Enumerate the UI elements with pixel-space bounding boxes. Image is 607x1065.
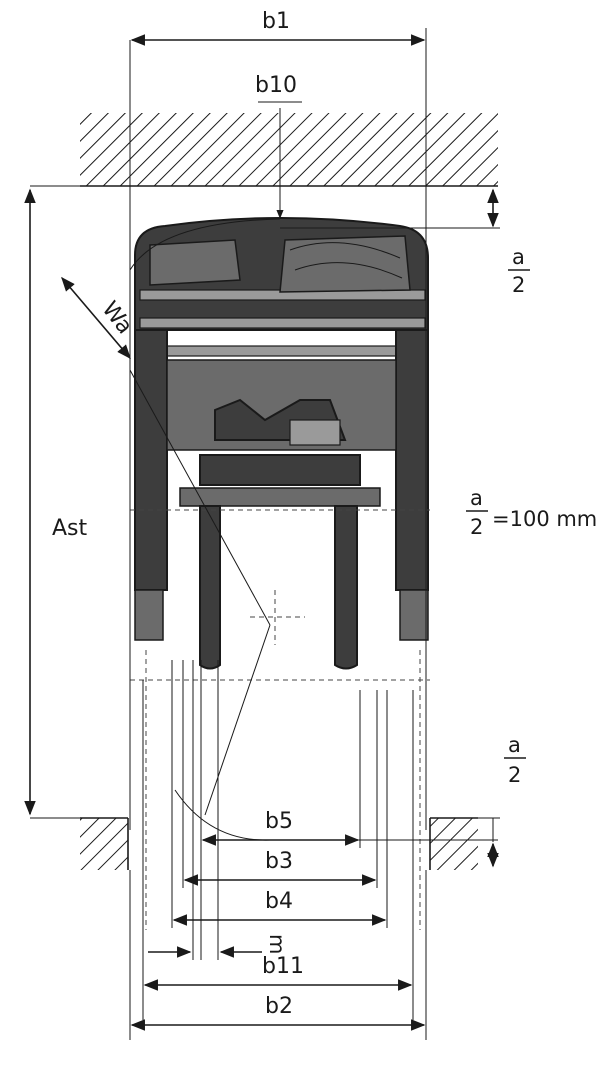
b11-label: b11 — [262, 954, 304, 979]
b5-label: b5 — [265, 809, 293, 834]
b2-label: b2 — [265, 994, 293, 1019]
mid-a2-value: =100 mm — [492, 507, 597, 531]
ast-label: Ast — [52, 516, 88, 541]
top-a2-numerator: a — [512, 245, 525, 269]
top-wall-hatch — [80, 113, 498, 187]
b1-label: b1 — [262, 9, 290, 34]
bottom-left-hatch — [80, 817, 129, 870]
forklift-body — [134, 217, 429, 670]
radius-line — [129, 369, 271, 626]
turning-arc-top — [129, 218, 281, 271]
top-a2-denominator: 2 — [512, 273, 525, 297]
bottom-a2-denominator: 2 — [508, 763, 521, 787]
wa-dimension-line — [61, 276, 131, 360]
radius-line-2 — [204, 624, 271, 816]
bottom-extension-lines — [142, 660, 414, 1020]
mid-a2-numerator: a — [470, 486, 483, 510]
wa-label: Wa — [97, 297, 138, 339]
turning-center-mark — [250, 590, 305, 645]
bottom-right-hatch — [429, 817, 478, 870]
b10-label: b10 — [255, 73, 297, 98]
mid-a2-denominator: 2 — [470, 515, 483, 539]
m-label: m — [265, 934, 289, 954]
bottom-a2-numerator: a — [508, 733, 521, 757]
b3-label: b3 — [265, 849, 293, 874]
b4-label: b4 — [265, 889, 293, 914]
